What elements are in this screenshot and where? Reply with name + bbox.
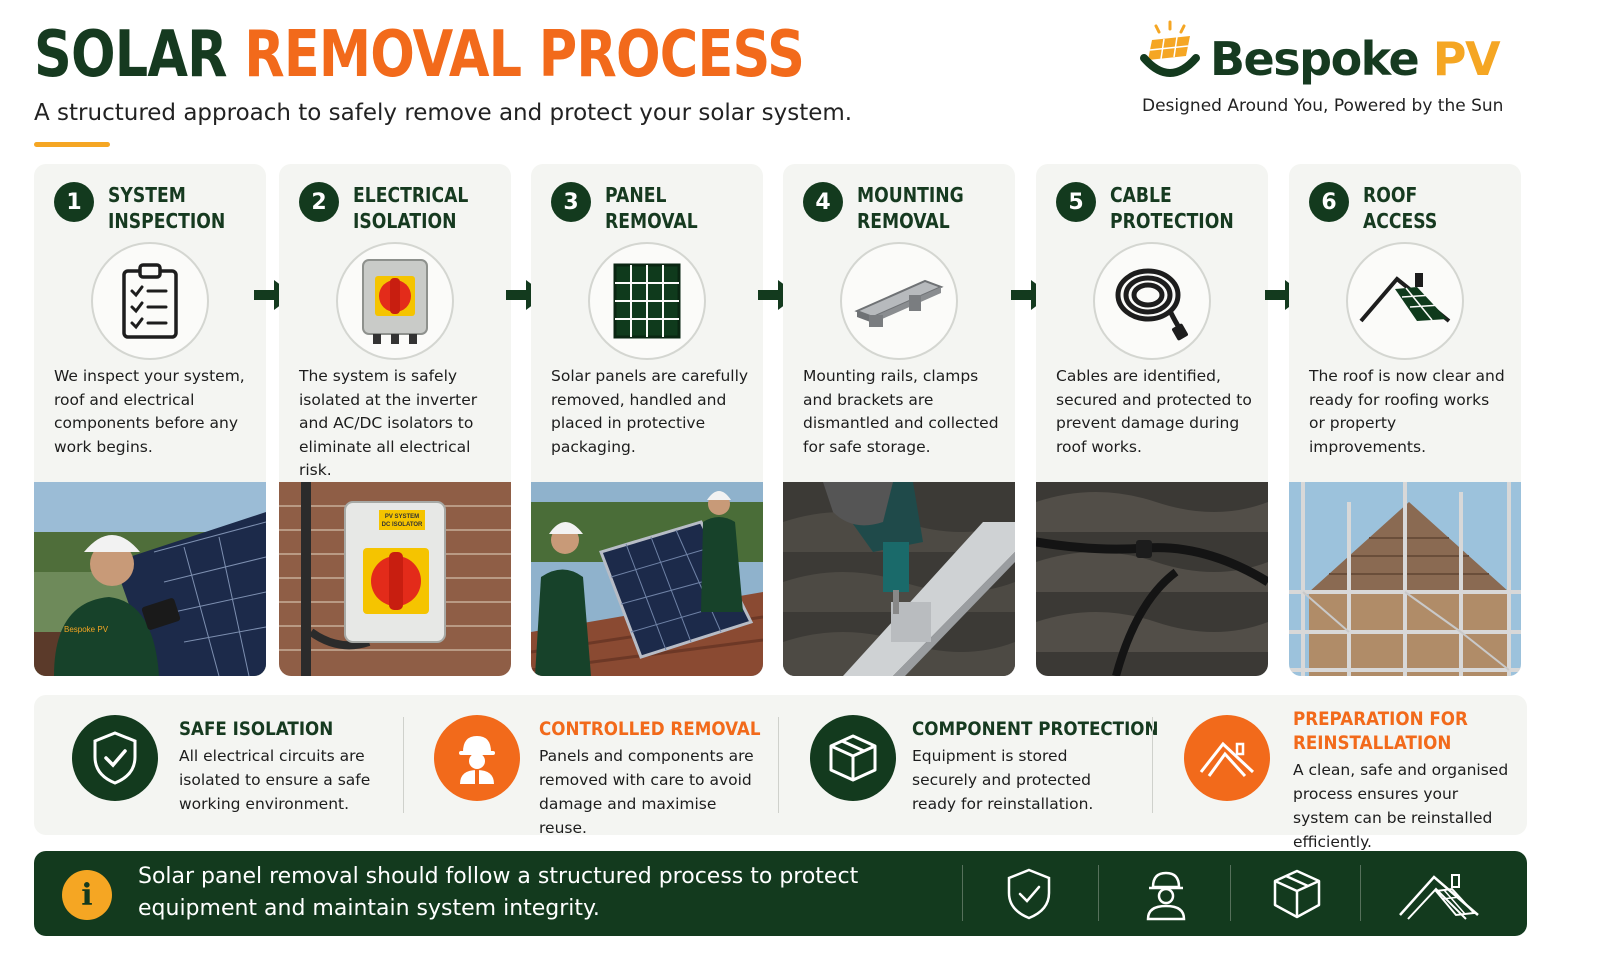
cable-on-roof-tiles-photo	[1036, 482, 1268, 676]
step-number: 2	[299, 182, 339, 222]
step-number: 4	[803, 182, 843, 222]
title-orange: REMOVAL PROCESS	[244, 18, 805, 92]
step-title: CABLE PROTECTION	[1110, 182, 1234, 234]
page-subtitle: A structured approach to safely remove a…	[34, 100, 853, 126]
sun-panel-logo-icon	[1140, 20, 1200, 77]
benefit-description: Panels and components are removed with c…	[539, 747, 754, 837]
step-number: 5	[1056, 182, 1096, 222]
benefit-description: A clean, safe and organised process ensu…	[1293, 761, 1509, 851]
step-system-inspection: 1 SYSTEM INSPECTION We inspect your syst…	[34, 164, 266, 676]
photo-label-line2: DC ISOLATOR	[382, 522, 423, 528]
coiled-cable-icon	[1093, 242, 1211, 360]
benefit-title: COMPONENT PROTECTION	[912, 718, 1159, 740]
step-title: PANEL REMOVAL	[605, 182, 698, 234]
brand-name: Bespoke PV	[1210, 32, 1501, 86]
photo-label-line1: PV SYSTEM	[385, 514, 419, 520]
banner-divider	[1360, 865, 1361, 921]
title-underline	[34, 142, 110, 147]
benefit-safe-isolation: SAFE ISOLATION All electrical circuits a…	[34, 695, 404, 835]
step-title: ROOF ACCESS	[1363, 182, 1437, 234]
page-title: SOLAR REMOVAL PROCESS	[34, 18, 805, 92]
step-title: MOUNTING REMOVAL	[857, 182, 964, 234]
info-banner: i Solar panel removal should follow a st…	[34, 851, 1527, 936]
step-roof-access: 6 ROOF ACCESS The roof is now clear and …	[1289, 164, 1521, 676]
roof-panels-icon	[1346, 242, 1464, 360]
step-title-line2: PROTECTION	[1110, 209, 1234, 233]
brand-name-accent: PV	[1432, 32, 1501, 86]
roof-outline-icon	[1184, 715, 1270, 801]
step-title: ELECTRICAL ISOLATION	[353, 182, 468, 234]
step-description: Cables are identified, secured and prote…	[1056, 367, 1252, 456]
mounting-rail-icon	[840, 242, 958, 360]
worker-hardhat-icon	[434, 715, 520, 801]
technician-inspecting-panels-photo: Bespoke PV	[34, 482, 266, 676]
step-number: 1	[54, 182, 94, 222]
benefit-title: SAFE ISOLATION	[179, 718, 334, 740]
step-title-line2: INSPECTION	[108, 209, 226, 233]
roof-panels-icon	[1399, 874, 1479, 920]
benefit-controlled-removal: CONTROLLED REMOVAL Panels and components…	[404, 695, 778, 837]
benefit-title: PREPARATION FOR REINSTALLATION	[1293, 707, 1468, 755]
step-description: The system is safely isolated at the inv…	[299, 367, 478, 479]
step-title-line1: ROOF	[1363, 183, 1418, 207]
step-mounting-removal: 4 MOUNTING REMOVAL Mounting rails, clamp…	[783, 164, 1015, 676]
drill-on-rail-photo	[783, 482, 1015, 676]
step-title-line1: MOUNTING	[857, 183, 964, 207]
isolator-switch-icon	[336, 242, 454, 360]
worker-hardhat-icon	[1146, 871, 1186, 921]
step-panel-removal: 3 PANEL REMOVAL Solar panels are careful…	[531, 164, 763, 676]
step-number: 3	[551, 182, 591, 222]
step-cable-protection: 5 CABLE PROTECTION Cables are identified…	[1036, 164, 1268, 676]
step-title-line1: CABLE	[1110, 183, 1172, 207]
dc-isolator-on-wall-photo: PV SYSTEM DC ISOLATOR	[279, 482, 511, 676]
step-title-line2: ACCESS	[1363, 209, 1438, 233]
step-description: We inspect your system, roof and electri…	[54, 367, 245, 456]
step-description: Solar panels are carefully removed, hand…	[551, 367, 749, 456]
benefit-divider	[1152, 717, 1153, 813]
benefit-component-protection: COMPONENT PROTECTION Equipment is stored…	[778, 695, 1159, 835]
benefit-preparation-reinstallation: PREPARATION FOR REINSTALLATION A clean, …	[1152, 695, 1527, 851]
title-dark: SOLAR	[34, 18, 228, 92]
step-title-line2: REMOVAL	[605, 209, 698, 233]
banner-divider	[962, 865, 963, 921]
step-title-line1: ELECTRICAL	[353, 183, 469, 207]
benefit-divider	[403, 717, 404, 813]
benefit-title-line1: PREPARATION FOR	[1293, 708, 1468, 730]
brand-logo: Bespoke PV Designed Around You, Powered …	[1138, 18, 1538, 118]
shield-check-icon	[1007, 868, 1051, 920]
clipboard-checklist-icon	[91, 242, 209, 360]
step-title-line2: REMOVAL	[857, 209, 950, 233]
step-electrical-isolation: 2 ELECTRICAL ISOLATION The system is saf…	[279, 164, 511, 676]
benefits-panel: SAFE ISOLATION All electrical circuits a…	[34, 695, 1527, 851]
step-title-line2: ISOLATION	[353, 209, 457, 233]
banner-divider	[1230, 865, 1231, 921]
info-banner-text: Solar panel removal should follow a stru…	[138, 864, 859, 921]
benefit-title: CONTROLLED REMOVAL	[539, 718, 761, 740]
benefit-title-line2: REINSTALLATION	[1293, 732, 1452, 754]
scaffolded-roof-photo	[1289, 482, 1521, 676]
step-title-line1: SYSTEM	[108, 183, 186, 207]
step-description: Mounting rails, clamps and brackets are …	[803, 367, 999, 456]
benefit-divider	[778, 717, 779, 813]
box-icon	[1273, 869, 1321, 919]
brand-name-main: Bespoke	[1210, 32, 1420, 86]
workers-lifting-panel-photo	[531, 482, 763, 676]
step-title-line1: PANEL	[605, 183, 667, 207]
info-icon: i	[62, 870, 112, 920]
step-description: The roof is now clear and ready for roof…	[1309, 367, 1505, 456]
step-title: SYSTEM INSPECTION	[108, 182, 225, 234]
svg-text:Bespoke PV: Bespoke PV	[64, 625, 109, 634]
box-icon	[810, 715, 896, 801]
benefit-description: Equipment is stored securely and protect…	[912, 747, 1094, 813]
benefit-description: All electrical circuits are isolated to …	[179, 747, 371, 813]
solar-panel-icon	[588, 242, 706, 360]
step-number: 6	[1309, 182, 1349, 222]
brand-tagline: Designed Around You, Powered by the Sun	[1142, 96, 1504, 116]
shield-check-icon	[72, 715, 158, 801]
banner-divider	[1098, 865, 1099, 921]
